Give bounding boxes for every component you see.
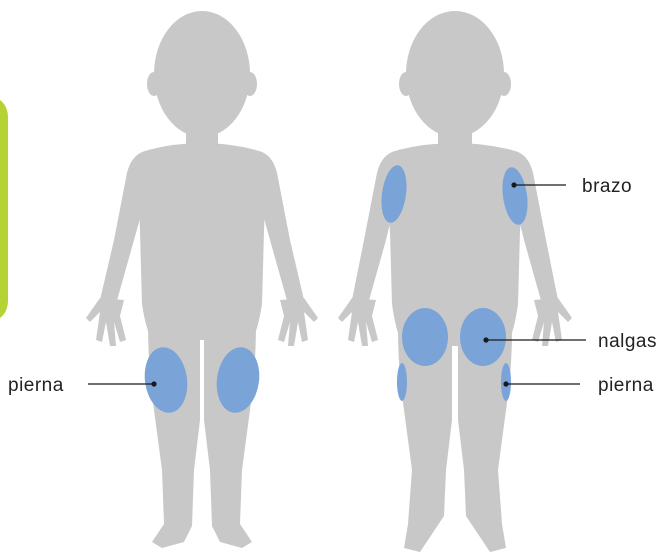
back-right-buttock-site — [460, 308, 506, 366]
back-left-thigh-site — [397, 363, 407, 401]
child-front-figure — [86, 11, 318, 548]
back-left-buttock-site — [402, 308, 448, 366]
accent-bar — [0, 100, 8, 318]
callout-back-leg: pierna — [503, 375, 653, 396]
label-back-leg: pierna — [598, 375, 654, 396]
callout-front-leg: pierna — [8, 375, 157, 396]
child-back-figure — [338, 11, 572, 552]
label-front-leg: pierna — [8, 375, 64, 396]
label-buttocks: nalgas — [598, 331, 657, 352]
label-arm: brazo — [582, 176, 632, 197]
